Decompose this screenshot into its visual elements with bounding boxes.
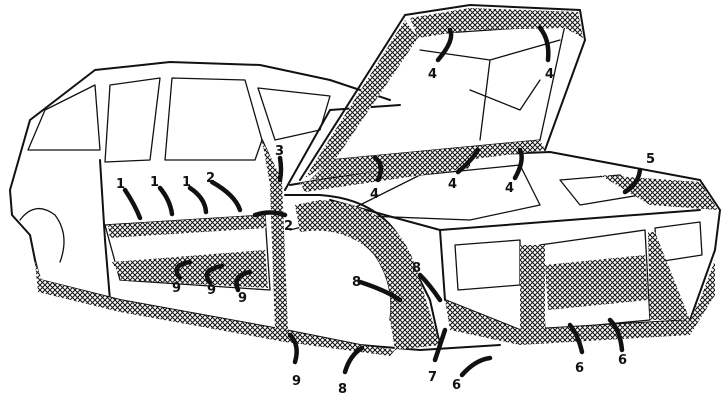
callout-4: 4 [428, 67, 437, 82]
callout-9: 9 [238, 291, 247, 306]
front-panel-hatch-right [600, 175, 718, 210]
callout-6: 6 [618, 353, 627, 368]
callout-4: 4 [448, 177, 457, 192]
callout-4: 4 [370, 187, 379, 202]
callout-1: 1 [182, 175, 191, 190]
callout-9: 9 [292, 374, 301, 389]
windshield-frame [284, 104, 401, 191]
floor-hatch [112, 250, 268, 288]
callout-7: 7 [428, 370, 437, 385]
roof-outline [9, 61, 391, 191]
pillar-hatch [262, 140, 288, 330]
callout-9: 9 [172, 281, 181, 296]
radiator-support-hatch [545, 255, 648, 310]
callout-8: 8 [338, 382, 347, 397]
treated-areas [35, 8, 718, 356]
callout-9: 9 [207, 283, 216, 298]
wheel-arch-hatch [295, 200, 440, 350]
c-pillar [99, 159, 111, 301]
front-panel-hatch [520, 232, 690, 330]
hood-hatch-bottom [310, 140, 545, 180]
front-side-window [164, 77, 263, 161]
callout-8: 8 [352, 275, 361, 290]
rear-side-window [104, 77, 161, 163]
rear-wheel-arch [19, 208, 65, 263]
door-sill-hatch [108, 215, 266, 238]
callout-5: 5 [646, 152, 655, 167]
callout-6: 6 [452, 378, 461, 393]
callout-4: 4 [545, 67, 554, 82]
callout-1: 1 [150, 175, 159, 190]
sill-hatch [35, 262, 395, 356]
quarter-window [257, 87, 331, 141]
callout-8: 8 [412, 261, 421, 276]
callout-3: 3 [275, 144, 284, 159]
bumper-hatch [445, 260, 715, 345]
callout-2: 2 [206, 171, 215, 186]
callout-4: 4 [505, 181, 514, 196]
rear-hatch-outline [9, 189, 36, 261]
door-opening [104, 214, 271, 291]
rear-window [27, 84, 101, 151]
callout-1: 1 [116, 177, 125, 192]
callout-arrows [122, 25, 643, 378]
hood-outline [299, 4, 586, 181]
cowl-hatch [300, 158, 470, 192]
callout-6: 6 [575, 361, 584, 376]
callout-labels: 4 4 4 4 4 5 1 1 1 2 2 3 9 9 9 9 8 8 8 7 … [116, 67, 655, 397]
hood-hatch-left [305, 20, 418, 178]
hood-hatch-top [410, 8, 583, 38]
callout-2: 2 [284, 219, 293, 234]
headlight-left [454, 239, 521, 291]
